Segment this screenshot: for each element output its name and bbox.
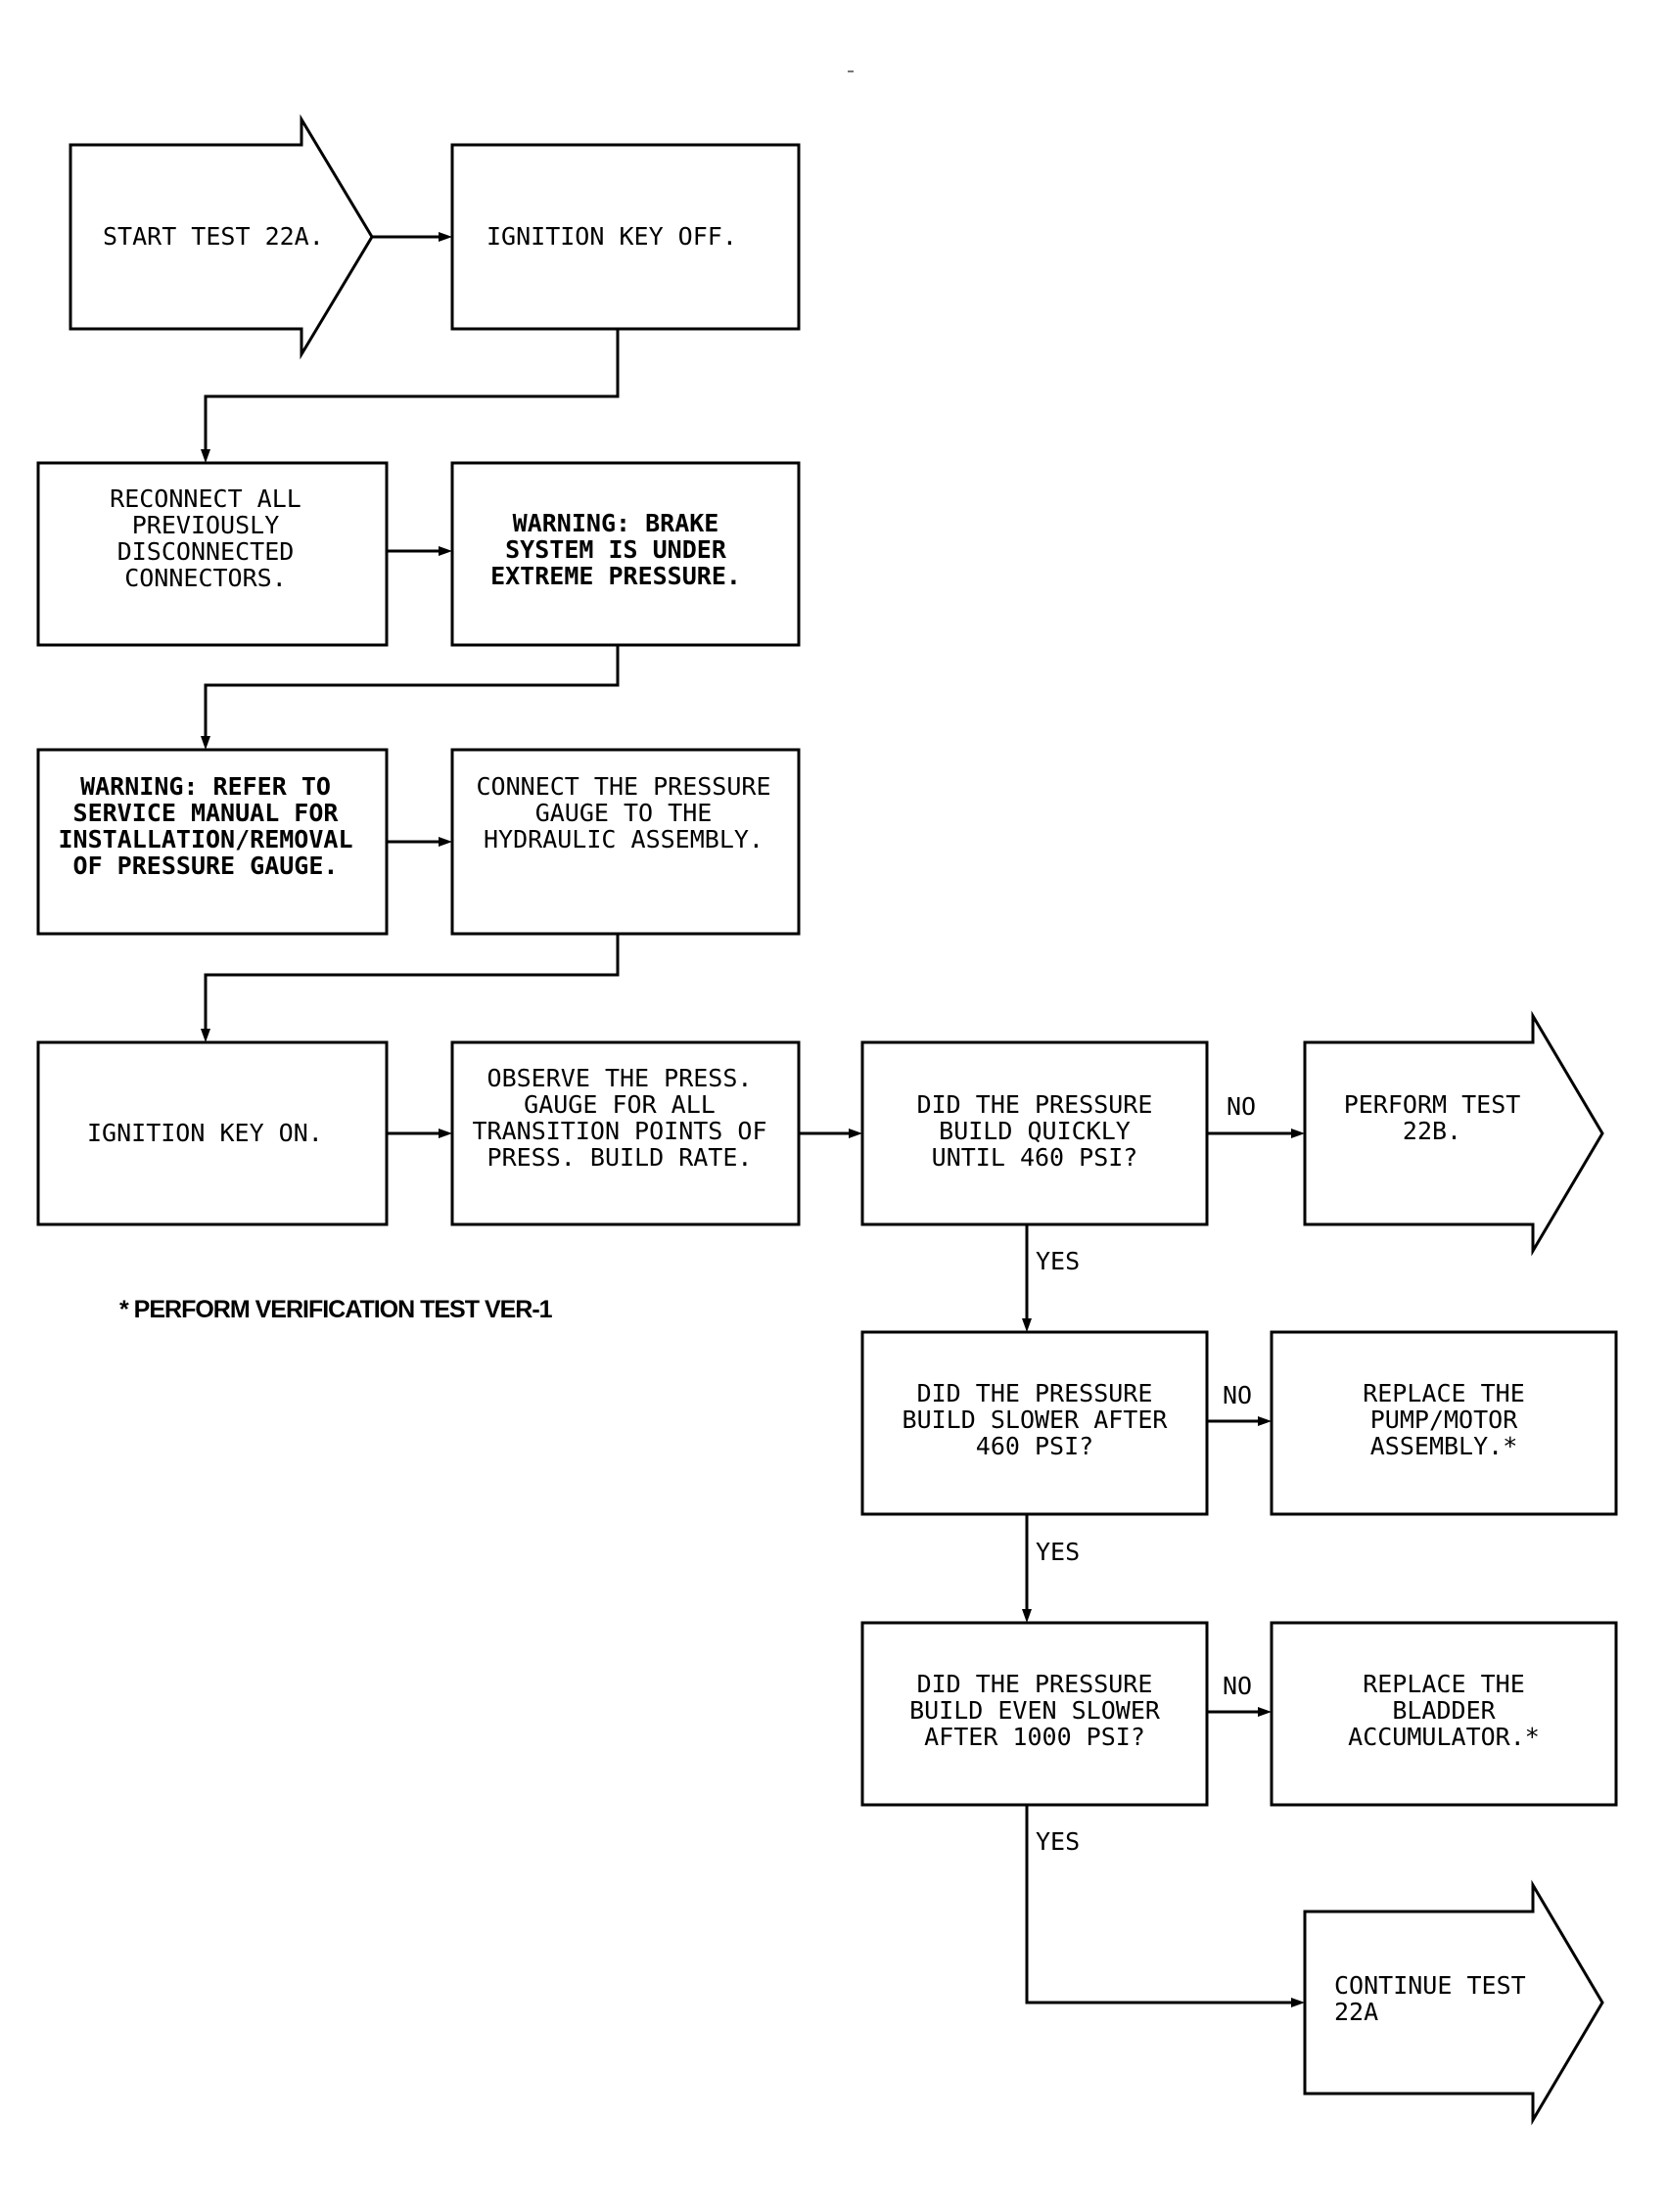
no-label: NO	[1223, 1381, 1252, 1409]
text-line: 22A	[1334, 1998, 1378, 2026]
text-line: HYDRAULIC ASSEMBLY.	[484, 825, 764, 853]
text-line: WARNING: BRAKE	[513, 509, 719, 537]
reconnect-connectors-text: RECONNECT ALL PREVIOUSLY DISCONNECTED CO…	[110, 484, 301, 592]
yes-label: YES	[1036, 1247, 1080, 1275]
text-line: BLADDER	[1392, 1696, 1496, 1725]
decision-build-quickly-text: DID THE PRESSURE BUILD QUICKLY UNTIL 460…	[917, 1090, 1153, 1172]
text-line: BUILD EVEN SLOWER	[909, 1696, 1161, 1725]
perform-test-22b-node	[1303, 1010, 1604, 1257]
reconnect-connectors-box	[36, 461, 389, 647]
text-line: GAUGE TO THE	[535, 799, 713, 827]
text-line: ASSEMBLY.*	[1370, 1432, 1518, 1460]
yes-label: YES	[1036, 1538, 1080, 1566]
text-line: SYSTEM IS UNDER	[505, 535, 727, 564]
text-line: DID THE PRESSURE	[917, 1379, 1153, 1407]
text-line: PREVIOUSLY	[132, 511, 280, 539]
decision-build-even-slower-text: DID THE PRESSURE BUILD EVEN SLOWER AFTER…	[909, 1670, 1161, 1751]
text-line: EXTREME PRESSURE.	[490, 562, 741, 590]
observe-pressure-gauge-box	[450, 1040, 801, 1226]
text-line: CONNECTORS.	[124, 564, 287, 592]
text-line: CONTINUE TEST	[1334, 1971, 1526, 2000]
text-line: 460 PSI?	[976, 1432, 1093, 1460]
ignition-key-on-box	[36, 1040, 389, 1226]
decision-build-slower-text: DID THE PRESSURE BUILD SLOWER AFTER 460 …	[903, 1379, 1169, 1460]
connector-start-to-ignition-off	[372, 232, 452, 242]
yes-label: YES	[1036, 1827, 1080, 1856]
warning-service-manual-text: WARNING: REFER TO SERVICE MANUAL FOR INS…	[58, 772, 352, 880]
connector-decision-quick-no	[1207, 1129, 1305, 1138]
connector-warning-to-manual-warning	[201, 645, 620, 750]
warning-brake-pressure-box	[450, 461, 801, 647]
connector-reconnect-to-warning	[387, 546, 452, 556]
connector-decision-even-slower-no	[1207, 1707, 1272, 1717]
text-line: RECONNECT ALL	[110, 484, 301, 513]
replace-pump-motor-text: REPLACE THE PUMP/MOTOR ASSEMBLY.*	[1363, 1379, 1525, 1460]
text-line: REPLACE THE	[1363, 1670, 1525, 1698]
no-label: NO	[1227, 1092, 1256, 1121]
start-test-22a-text: START TEST 22A.	[103, 222, 324, 251]
perform-test-22b-text: PERFORM TEST 22B.	[1344, 1090, 1521, 1145]
ignition-key-off-box	[450, 143, 801, 331]
continue-test-22a-node	[1303, 1879, 1604, 2126]
text-line: OF PRESSURE GAUGE.	[73, 852, 339, 880]
decision-build-even-slower-box	[860, 1621, 1209, 1807]
text-line: START TEST 22A.	[103, 222, 324, 251]
connector-connect-gauge-to-ignition-on	[201, 934, 620, 1042]
decision-build-slower-box	[860, 1330, 1209, 1516]
connector-ignition-on-to-observe	[387, 1129, 452, 1138]
connector-manual-warning-to-connect-gauge	[387, 837, 452, 847]
text-line: PUMP/MOTOR	[1370, 1406, 1518, 1434]
start-test-22a-node	[69, 114, 374, 360]
replace-pump-motor-box	[1270, 1330, 1618, 1516]
text-line: IGNITION KEY ON.	[87, 1119, 323, 1147]
text-line: DISCONNECTED	[117, 537, 295, 566]
text-line: CONNECT THE PRESSURE	[476, 772, 770, 801]
text-line: ACCUMULATOR.*	[1348, 1723, 1540, 1751]
text-line: SERVICE MANUAL FOR	[73, 799, 340, 827]
text-line: PERFORM TEST	[1344, 1090, 1521, 1119]
ignition-key-off-text: IGNITION KEY OFF.	[486, 222, 737, 251]
warning-service-manual-box	[36, 748, 389, 936]
verification-footnote: * PERFORM VERIFICATION TEST VER-1	[119, 1296, 553, 1323]
text-line: OBSERVE THE PRESS.	[487, 1064, 753, 1092]
text-line: DID THE PRESSURE	[917, 1090, 1153, 1119]
connector-observe-to-decision-quick	[799, 1129, 862, 1138]
text-line: INSTALLATION/REMOVAL	[58, 825, 352, 853]
text-line: BUILD QUICKLY	[939, 1117, 1131, 1145]
text-line: 22B.	[1403, 1117, 1461, 1145]
connector-decision-slower-no	[1207, 1416, 1272, 1426]
continue-test-22a-text: CONTINUE TEST 22A	[1334, 1971, 1526, 2026]
text-line: TRANSITION POINTS OF	[472, 1117, 766, 1145]
text-line: WARNING: REFER TO	[80, 772, 331, 801]
ignition-key-on-text: IGNITION KEY ON.	[87, 1119, 323, 1147]
text-line: BUILD SLOWER AFTER	[903, 1406, 1169, 1434]
no-label: NO	[1223, 1672, 1252, 1700]
text-line: REPLACE THE	[1363, 1379, 1525, 1407]
text-line: DID THE PRESSURE	[917, 1670, 1153, 1698]
replace-bladder-accumulator-box	[1270, 1621, 1618, 1807]
text-line: GAUGE FOR ALL	[524, 1090, 716, 1119]
text-line: AFTER 1000 PSI?	[924, 1723, 1145, 1751]
text-line: PRESS. BUILD RATE.	[487, 1143, 753, 1172]
warning-brake-pressure-text: WARNING: BRAKE SYSTEM IS UNDER EXTREME P…	[490, 509, 741, 590]
connect-pressure-gauge-text: CONNECT THE PRESSURE GAUGE TO THE HYDRAU…	[476, 772, 770, 853]
replace-bladder-accumulator-text: REPLACE THE BLADDER ACCUMULATOR.*	[1348, 1670, 1540, 1751]
connector-decision-even-slower-yes	[1025, 1805, 1305, 2007]
connector-ignition-off-to-reconnect	[201, 329, 620, 463]
connector-decision-quick-yes	[1022, 1224, 1032, 1332]
observe-pressure-gauge-text: OBSERVE THE PRESS. GAUGE FOR ALL TRANSIT…	[472, 1064, 766, 1172]
text-line: IGNITION KEY OFF.	[486, 222, 737, 251]
text-line: UNTIL 460 PSI?	[932, 1143, 1138, 1172]
connector-decision-slower-yes	[1022, 1514, 1032, 1623]
